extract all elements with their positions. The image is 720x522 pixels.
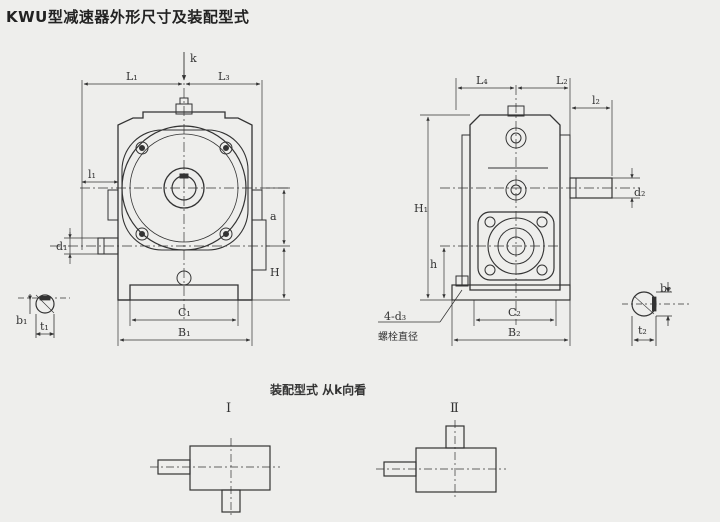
view-k-label: k [190,52,197,65]
dim-l2: l₂ [592,94,600,107]
dim-h: h [430,258,437,271]
shaft-section-left [18,294,70,338]
bolt-diameter-note: 螺栓直径 [378,330,418,343]
assembly-type-1-label: Ⅰ [226,401,231,416]
side-view-dimensions [378,78,640,346]
assembly-type-2-label: Ⅱ [450,401,459,416]
side-view [440,85,640,325]
dim-b1: b₁ [16,314,27,327]
dim-t2: t₂ [638,324,647,337]
dim-L3: L₃ [218,70,230,83]
front-view [50,70,290,320]
dim-H: H [270,266,280,279]
assembly-caption: 装配型式 从k向看 [269,382,366,397]
assembly-type-1 [150,438,280,518]
dim-d3: 4-d₃ [384,310,406,323]
dim-B1: B₁ [178,326,191,339]
dim-L2: L₂ [556,74,568,87]
dim-d2: d₂ [634,186,645,199]
dim-a: a [270,210,277,223]
side-view-labels: L₄ L₂ l₂ d₂ H₁ h C₂ B₂ 4-d₃ 螺栓直径 [378,74,645,343]
assembly-type-2 [376,420,506,500]
page-title: KWU型减速器外形尺寸及装配型式 [6,8,250,26]
dim-l1: l₁ [88,168,96,181]
dim-L1: L₁ [126,70,138,83]
dim-d1: d₁ [56,240,67,253]
dim-C1: C₁ [178,306,191,319]
front-view-dimensions [64,52,290,346]
front-view-labels: L₁ L₃ k l₁ d₁ a H C₁ B₁ [56,52,280,339]
dim-b2: b₂ [660,282,671,295]
shaft-section-right [622,282,690,346]
dim-C2: C₂ [508,306,521,319]
dim-t1: t₁ [40,320,49,333]
dim-H1: H₁ [414,202,428,215]
dim-L4: L₄ [476,74,488,87]
dim-B2: B₂ [508,326,521,339]
